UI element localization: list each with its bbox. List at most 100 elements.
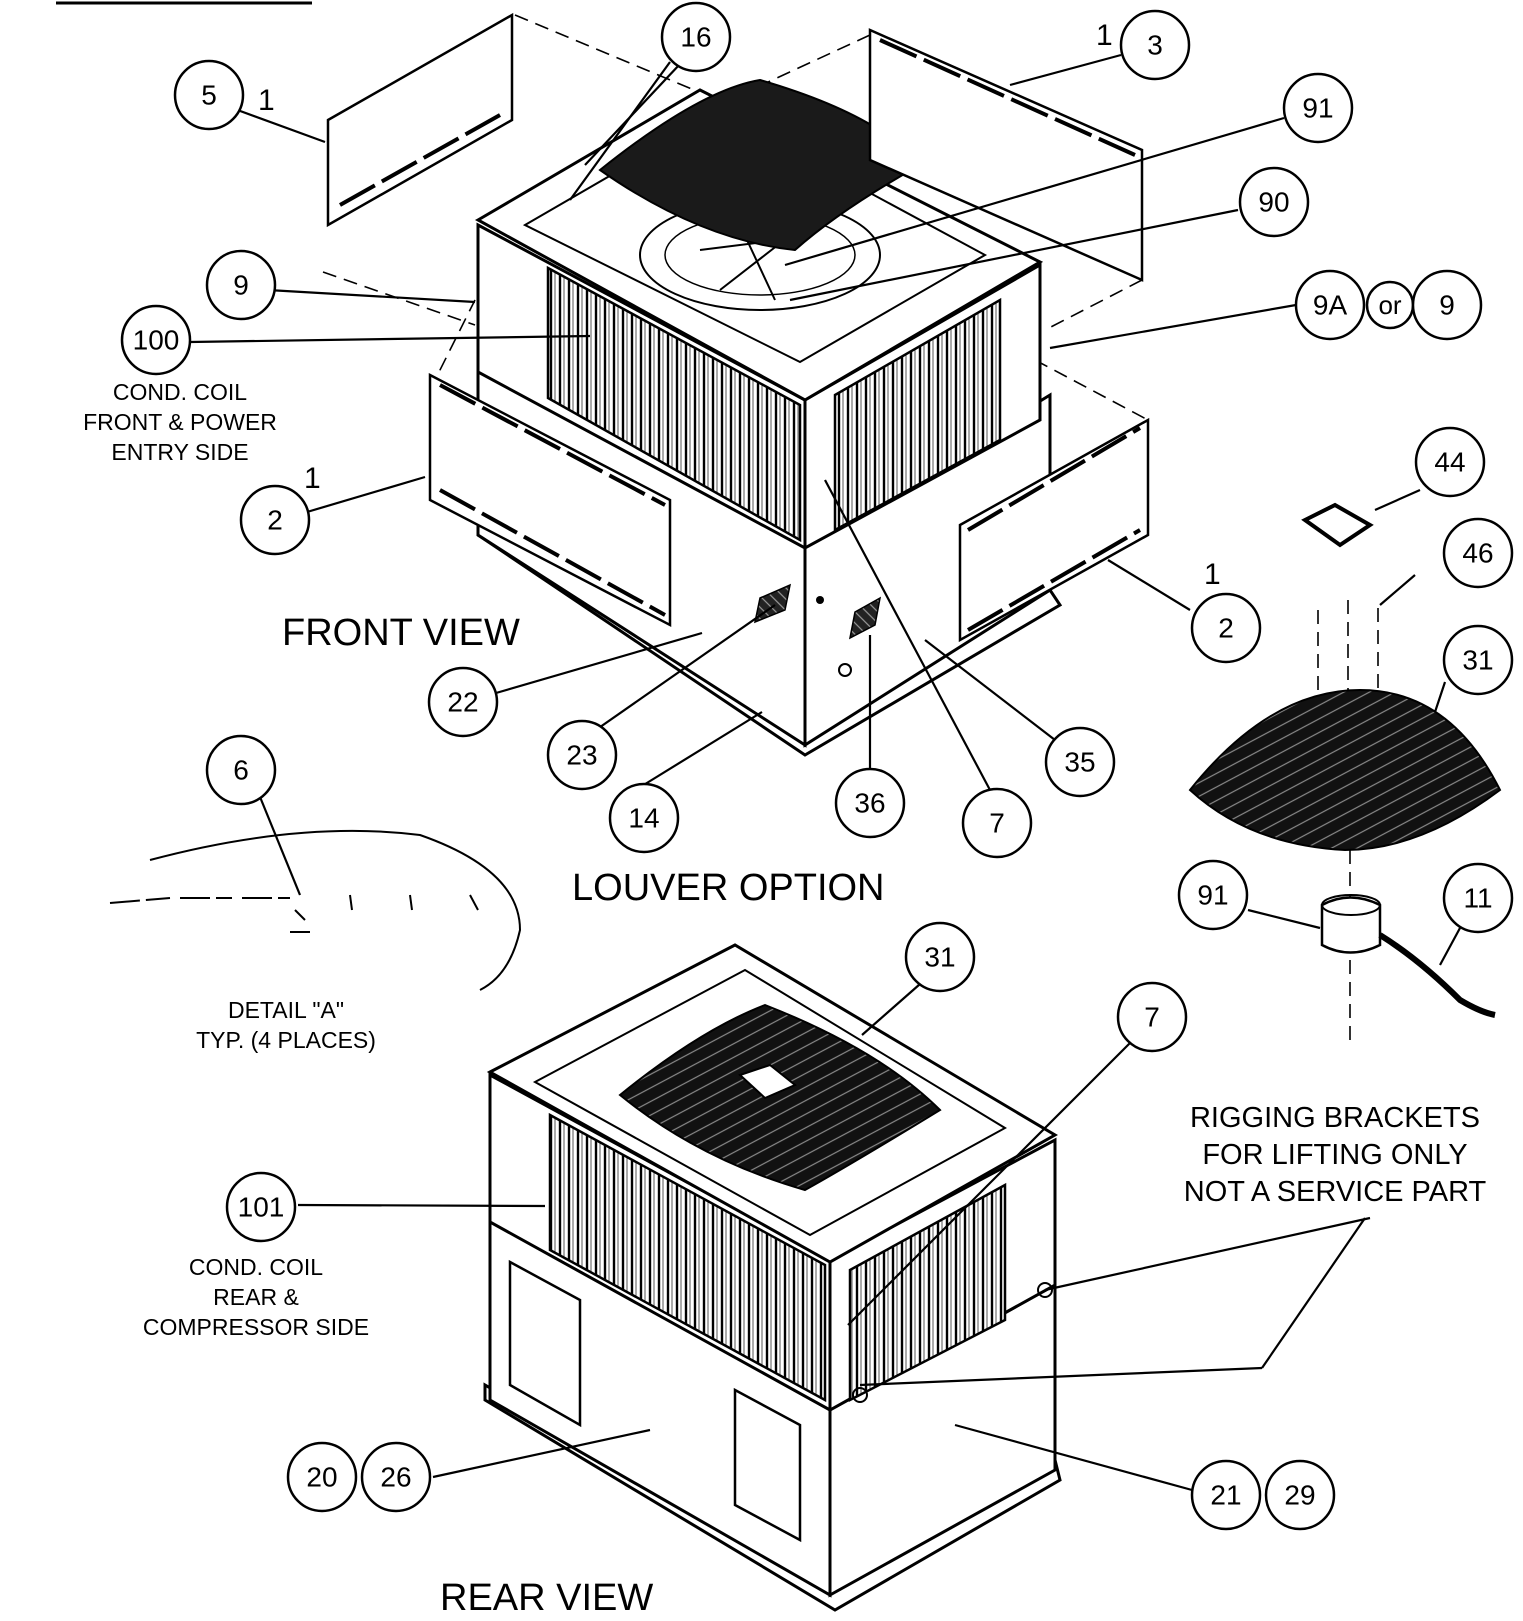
callout-6: 6 [205,734,277,806]
svg-text:36: 36 [854,788,885,819]
leader-lines [189,53,1461,1492]
handwritten-mark: 1 [1204,558,1221,591]
callout-7-top: 7 [961,787,1033,859]
cond-coil-front-line-2: FRONT & POWER [83,409,277,435]
callout-2-left: 2 [239,484,311,556]
svg-text:23: 23 [566,740,597,771]
callout-or: or [1365,280,1415,330]
detail-a-bracket [290,909,310,933]
guide-line [429,299,476,391]
callout-22: 22 [427,666,499,738]
rear-fan-grille [618,1003,942,1192]
panel-2-side [958,417,1150,643]
svg-text:14: 14 [628,803,659,834]
rigging-line-2: FOR LIFTING ONLY [1202,1139,1467,1171]
detail-a-ticks [349,894,479,911]
callout-101: 101 [225,1171,297,1243]
handwritten-mark: 1 [304,462,321,495]
svg-text:7: 7 [1144,1002,1160,1033]
callout-9A: 9A [1294,269,1366,341]
panel-3 [868,28,1144,282]
svg-text:44: 44 [1434,447,1465,478]
cond-coil-rear-line-3: COMPRESSOR SIDE [143,1314,369,1340]
detail-a-arc [149,829,522,991]
louver-option-title: LOUVER OPTION [572,867,885,909]
callout-16: 16 [660,1,732,73]
condenser-coil-side [833,297,1002,533]
svg-text:31: 31 [1462,645,1493,676]
svg-text:3: 3 [1147,30,1163,61]
front-view-title: FRONT VIEW [282,612,520,654]
callout-36: 36 [834,767,906,839]
fan-grille-cap [1301,502,1374,548]
panel-5 [326,12,514,228]
svg-text:2: 2 [267,505,283,536]
svg-text:9: 9 [1439,290,1455,321]
cond-coil-rear-line-1: COND. COIL [189,1254,323,1280]
handwritten-mark: 1 [258,84,275,117]
fastener [816,596,824,604]
svg-text:91: 91 [1197,880,1228,911]
svg-text:101: 101 [238,1192,285,1223]
detail-a-rail [109,897,290,904]
callout-14: 14 [608,782,680,854]
svg-text:6: 6 [233,755,249,786]
callout-29: 29 [1264,1459,1336,1531]
svg-text:16: 16 [680,22,711,53]
callout-31-rear: 31 [904,921,976,993]
svg-text:31: 31 [924,942,955,973]
callout-bubbles: 16 3 5 91 90 9 9A or 9 100 2 44 46 2 31 … [120,1,1514,1531]
svg-text:21: 21 [1210,1480,1241,1511]
svg-text:11: 11 [1463,883,1492,914]
rear-view-unit [483,943,1062,1612]
guide-line [322,271,476,326]
panel-2-front-vents [439,383,666,617]
guide-line [1034,359,1149,421]
svg-text:9: 9 [233,270,249,301]
svg-text:46: 46 [1462,538,1493,569]
motor-lead-11 [1378,932,1496,1018]
guide-line [514,14,731,106]
handwritten-mark: 1 [1096,19,1113,52]
callout-3: 3 [1119,9,1191,81]
rigging-line-3: NOT A SERVICE PART [1184,1176,1487,1208]
svg-text:100: 100 [133,325,180,356]
panel-2-front [428,372,672,628]
detail-a-line-1: DETAIL "A" [228,997,344,1023]
callout-90: 90 [1238,166,1310,238]
detail-a-line-2: TYP. (4 PLACES) [196,1027,376,1053]
fan-motor-91 [1320,896,1382,954]
callout-91-right: 91 [1177,859,1249,931]
rear-condenser-coil-front [548,1112,827,1403]
callout-31-right: 31 [1442,624,1514,696]
callout-23: 23 [546,719,618,791]
callout-26: 26 [360,1441,432,1513]
callout-2-right: 2 [1190,592,1262,664]
rear-access-door-2 [733,1387,802,1543]
callout-46: 46 [1442,517,1514,589]
callout-35: 35 [1044,726,1116,798]
rear-access-door-1 [508,1259,582,1428]
rear-top-inset [532,968,1007,1237]
cond-coil-front-line-3: ENTRY SIDE [111,439,248,465]
front-view-unit [322,12,1150,757]
cond-coil-rear-line-2: REAR & [213,1284,299,1310]
panel-2-side-vents [966,426,1142,632]
svg-text:or: or [1378,290,1401,320]
rigging-line-1: RIGGING BRACKETS [1190,1102,1480,1134]
callout-44: 44 [1414,426,1486,498]
svg-text:91: 91 [1302,93,1333,124]
svg-text:9A: 9A [1313,290,1348,321]
rear-condenser-coil-side [848,1182,1007,1403]
condenser-coil-front [546,265,802,543]
panel-5-vents [339,113,501,207]
callout-7-rear: 7 [1116,981,1188,1053]
callout-91-top: 91 [1282,72,1354,144]
rear-view-title: REAR VIEW [440,1577,653,1619]
svg-text:2: 2 [1218,613,1234,644]
callout-9-left: 9 [205,249,277,321]
svg-text:35: 35 [1064,747,1095,778]
rear-grille-cap [738,1063,797,1100]
